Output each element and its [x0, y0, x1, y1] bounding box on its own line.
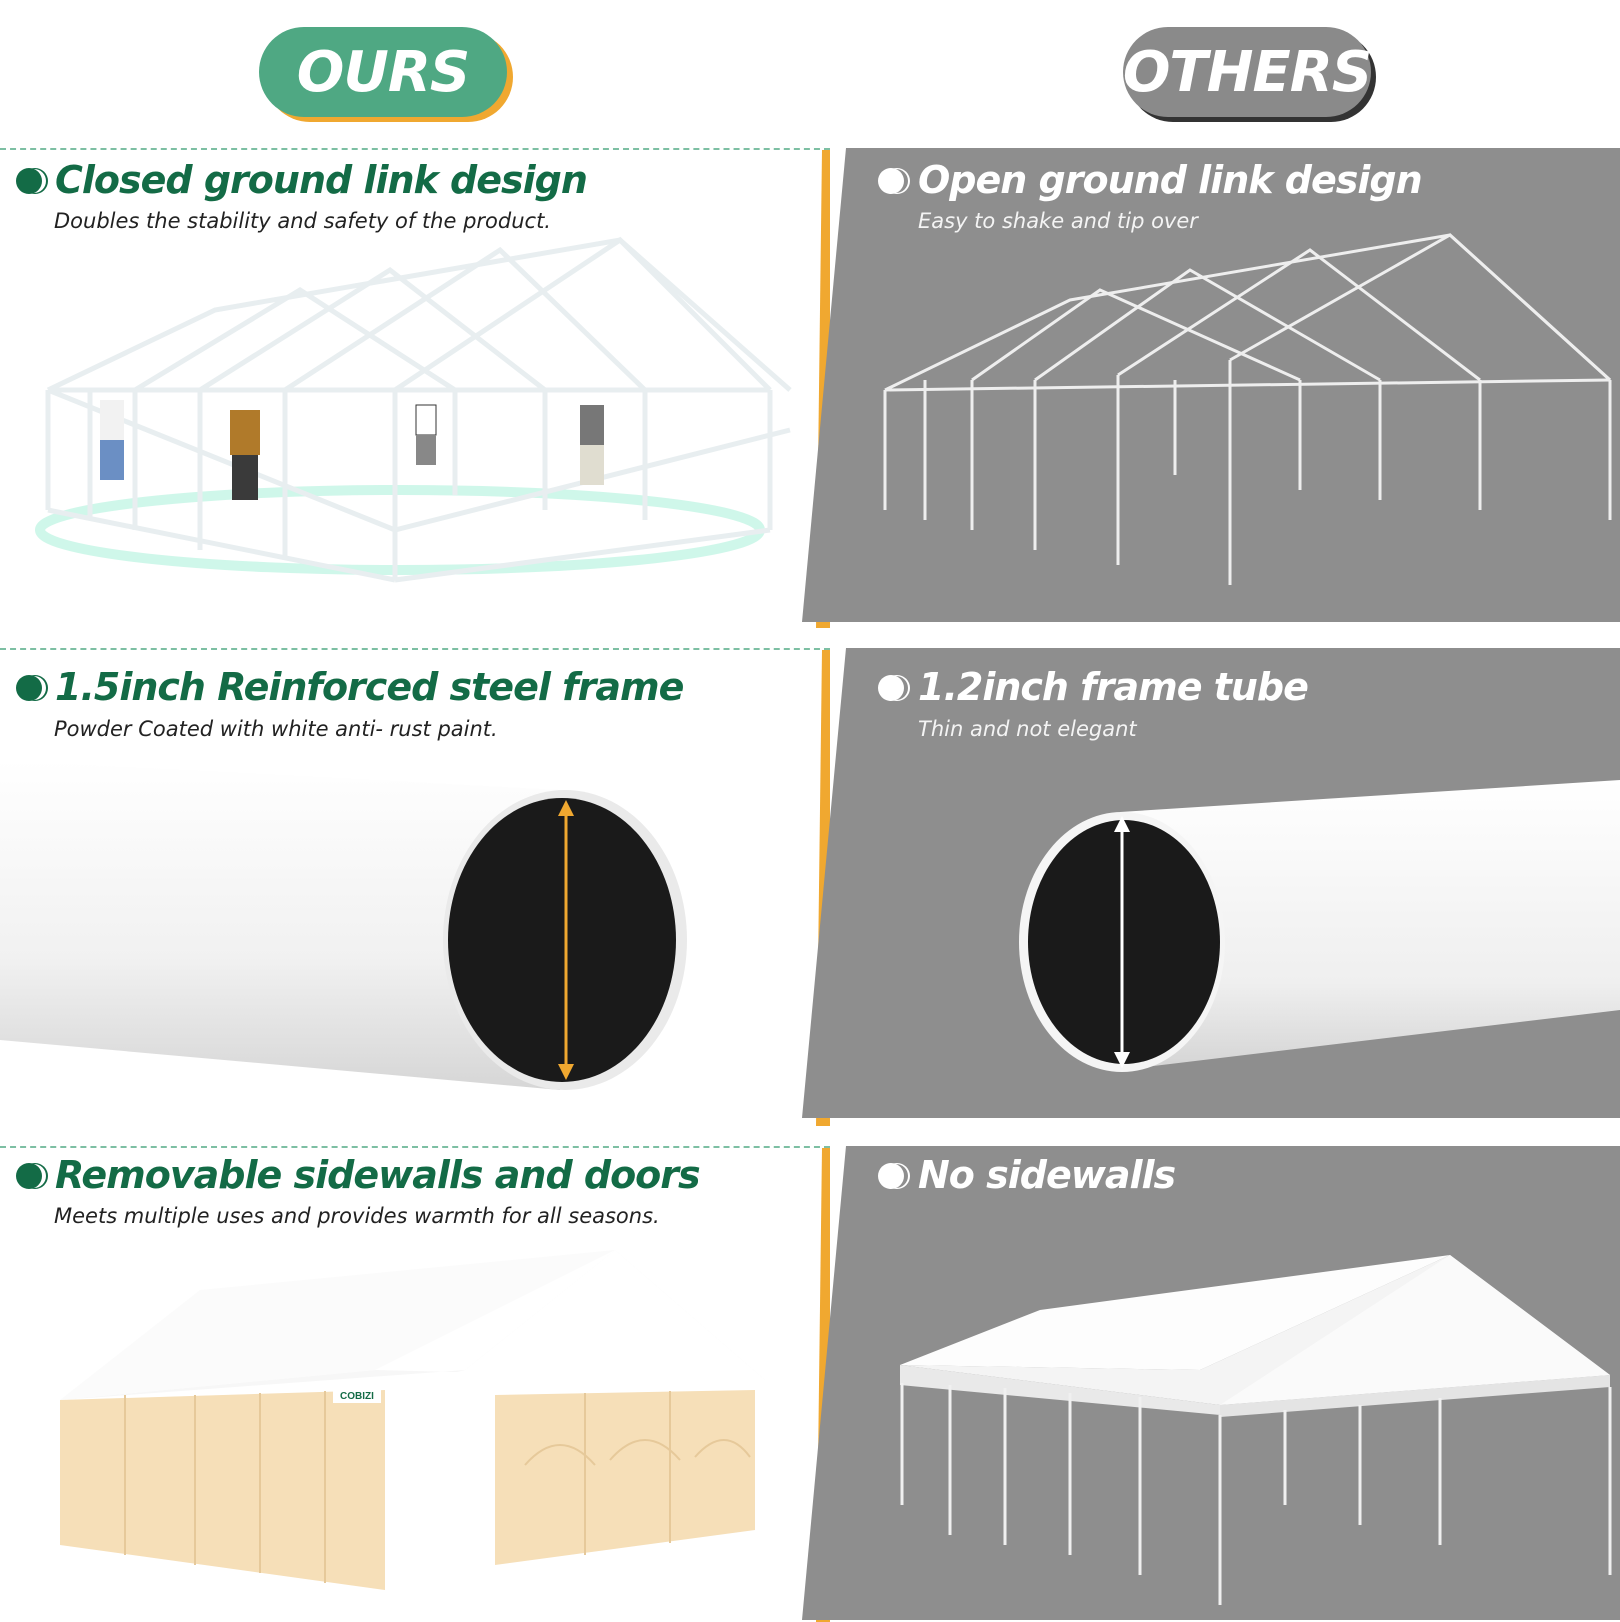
others-feature-title-1: Open ground link design	[918, 158, 1423, 202]
thick-tube-image	[0, 760, 687, 1090]
ours-badge: OURS	[259, 27, 507, 117]
open-tent-frame-image	[883, 233, 1612, 585]
ours-feature-title-1: Closed ground link design	[55, 158, 588, 202]
tent-with-sidewalls-image: COBIZI	[60, 1250, 765, 1590]
others-feature-subtitle-2: Thin and not elegant	[918, 717, 1137, 741]
bullet-icon	[16, 168, 42, 194]
ours-feature-subtitle-1: Doubles the stability and safety of the …	[54, 209, 551, 233]
bullet-icon	[16, 675, 42, 701]
others-feature-subtitle-1: Easy to shake and tip over	[918, 209, 1198, 233]
others-feature-title-3: No sidewalls	[918, 1153, 1176, 1197]
tent-frame-with-people-image	[35, 236, 792, 583]
bullet-icon	[878, 675, 904, 701]
bullet-icon	[878, 1163, 904, 1189]
ours-feature-title-2: 1.5inch Reinforced steel frame	[55, 665, 684, 709]
others-badge: OTHERS	[1123, 27, 1372, 117]
ours-feature-subtitle-2: Powder Coated with white anti- rust pain…	[54, 717, 498, 741]
others-feature-title-2: 1.2inch frame tube	[918, 665, 1309, 709]
canopy-without-sidewalls-image	[900, 1255, 1612, 1605]
thin-tube-image	[1019, 780, 1620, 1072]
bullet-icon	[16, 1163, 42, 1189]
ours-feature-subtitle-3: Meets multiple uses and provides warmth …	[54, 1204, 660, 1228]
brand-logo: COBIZI	[340, 1391, 374, 1402]
ours-feature-title-3: Removable sidewalls and doors	[55, 1153, 701, 1197]
bullet-icon	[878, 168, 904, 194]
